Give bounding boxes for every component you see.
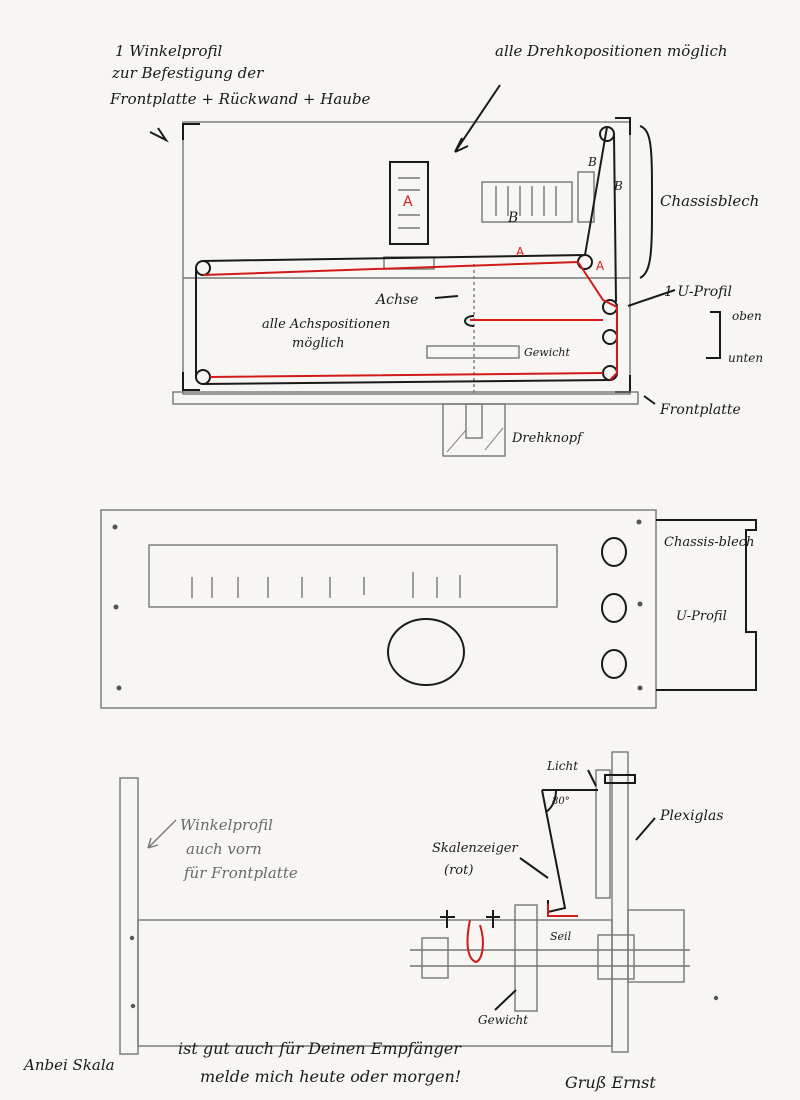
chassis-box (182, 121, 631, 395)
cord-black (195, 126, 617, 385)
box-B (481, 181, 573, 223)
cord-loop (466, 919, 484, 964)
note-winkel-3: Frontplatte + Rückwand + Haube (109, 90, 371, 108)
knob-hatch (484, 427, 504, 451)
label-B-cord: B (587, 155, 597, 169)
arrow-gewicht (494, 989, 517, 1011)
knob-small-3 (601, 649, 627, 679)
zeiger-label-2: (rot) (444, 863, 473, 878)
note-positions: alle Drehkopositionen möglich (495, 42, 728, 60)
hub (421, 937, 449, 979)
front-plate-side (611, 751, 629, 1053)
winkel-note-2: auch vorn (186, 840, 262, 858)
seil-label: Seil (550, 930, 572, 943)
tuning-knob (387, 618, 465, 686)
label-A-cord2: A (596, 259, 605, 273)
weight-bar (426, 345, 520, 359)
pulley (195, 369, 211, 385)
front-panel (100, 509, 657, 709)
dial-window (148, 544, 558, 608)
chassis-label: Chassisblech (660, 192, 759, 210)
arrow-licht (587, 769, 597, 787)
plexiglas-label: Plexiglas (659, 808, 724, 824)
corner-bracket-bl (182, 372, 200, 391)
footer-note: Anbei Skala ist gut auch für Deinen Empf… (22, 1039, 656, 1092)
pulley (195, 260, 211, 276)
plexiglas-pane (595, 769, 611, 899)
front-panel-diagram: Chassis-blech U-Profil (100, 509, 757, 709)
axis-positions-1: alle Achspositionen (262, 317, 390, 332)
pointer-red (547, 904, 578, 917)
pulley (602, 329, 618, 345)
footer-line-2: melde mich heute oder morgen! (200, 1067, 461, 1086)
front-plate (172, 391, 639, 405)
frontplatte-label: Frontplatte (659, 402, 741, 418)
footer-left: Anbei Skala (22, 1056, 115, 1074)
knob-small-2 (601, 593, 627, 623)
note-winkel-2: zur Befestigung der (111, 64, 264, 82)
side-label-chassis: Chassis-blech (664, 535, 754, 550)
winkel-note-3: für Frontplatte (183, 864, 298, 882)
achse-label: Achse (374, 292, 418, 308)
knob-bore (465, 403, 483, 439)
winkel-note-1: Winkelprofil (180, 816, 273, 834)
cord-red (202, 260, 618, 381)
screws (440, 910, 500, 928)
label-B-box: B (507, 210, 518, 226)
knob (442, 403, 506, 457)
profil-oben: oben (732, 309, 762, 323)
dial-ticks (191, 572, 461, 598)
side-profile (656, 519, 757, 691)
side-holes (129, 935, 719, 1009)
drehknopf-label: Drehknopf (511, 431, 584, 446)
licht-label: Licht (546, 759, 578, 773)
angle-arc (545, 789, 557, 813)
chassis-brace (639, 125, 653, 279)
top-chassis-diagram: 1 Winkelprofil zur Befestigung der Front… (109, 42, 763, 457)
label-A-cord: A (516, 245, 525, 259)
arrow-zeiger (519, 857, 549, 879)
weight-disk (514, 904, 538, 1012)
arrow-winkel (149, 127, 169, 143)
gewicht-top: Gewicht (524, 346, 570, 359)
pointer-black (541, 789, 567, 914)
gewicht-bottom: Gewicht (478, 1013, 528, 1027)
label-B-cord2: B (613, 179, 623, 193)
footer-signature: Gruß Ernst (565, 1073, 656, 1092)
profile-bracket (706, 311, 721, 359)
mount-holes (112, 519, 643, 691)
arrow-winkel-bottom (147, 819, 177, 849)
pointer-loop (464, 315, 475, 327)
flange (597, 934, 635, 980)
box-A (389, 161, 429, 245)
profil-unten: unten (728, 351, 763, 365)
knob-small-1 (601, 537, 627, 567)
footer-line-1: ist gut auch für Deinen Empfänger (178, 1039, 462, 1058)
note-winkel-1: 1 Winkelprofil (115, 42, 222, 60)
arrow-plexiglas (635, 817, 656, 841)
winkel-profil (119, 777, 139, 1055)
side-label-profil: U-Profil (676, 609, 727, 624)
knob-hatch (446, 429, 467, 453)
chassis-side (137, 919, 613, 1047)
arrow-profil (627, 289, 676, 307)
axis-positions-2: möglich (292, 336, 344, 351)
profil-label-1: 1 U-Profil (664, 284, 732, 300)
pulley (602, 365, 618, 381)
arrow-frontplatte (643, 395, 656, 405)
arrow-positions (454, 84, 501, 153)
corner-bracket-tl (182, 123, 200, 140)
corner-bracket-br (615, 375, 631, 393)
side-section-diagram: Winkelprofil auch vorn für Frontplatte L… (119, 751, 724, 1055)
label-A-box: A (403, 194, 413, 210)
zeiger-label-1: Skalenzeiger (432, 841, 518, 856)
angle-label: 80° (552, 796, 570, 807)
knob-side (627, 909, 685, 983)
arrow-achse (434, 295, 459, 299)
lamp (604, 774, 636, 784)
corner-bracket-tr (615, 117, 631, 135)
